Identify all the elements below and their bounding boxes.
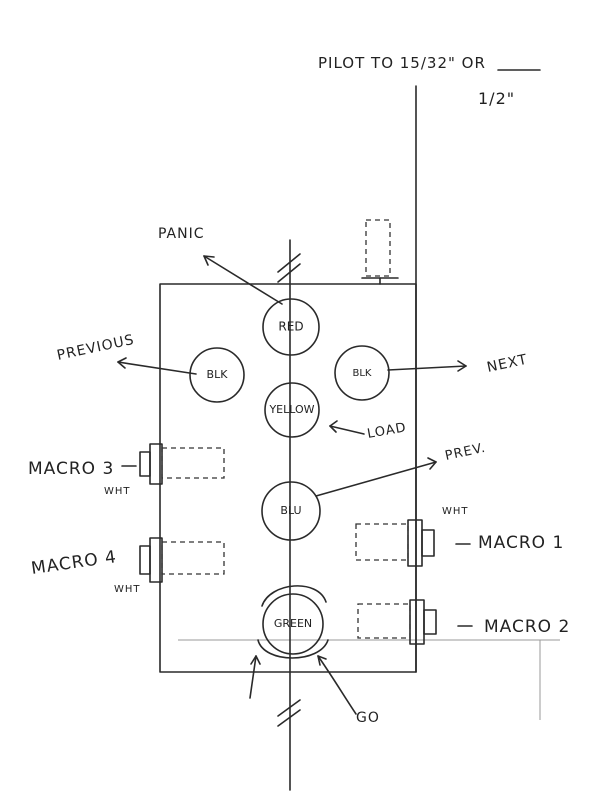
green-button-label: GREEN [274,617,312,630]
load-arrowhead [329,420,338,433]
macro1-switch [355,519,435,567]
panic-arrow [203,255,283,305]
axis-break-bottom [277,699,301,727]
macro4-label: MACRO 4 [30,547,118,579]
blk-right-button-circle [334,345,390,401]
pilot-note-line1: PILOT TO 15/32" OR [318,54,486,72]
next-label: NEXT [486,352,530,376]
yellow-button-label: YELLOW [268,403,314,416]
green-button-circle [262,593,324,655]
previous-arrowhead [117,357,127,369]
panic-label: PANIC [158,226,205,242]
macro3-label: MACRO 3 [28,459,114,479]
go-left-arrow [249,655,257,699]
go-arrow [317,655,357,715]
macro3-switch [139,443,225,485]
go-left-arrowhead [250,655,261,665]
go-arrowhead [317,655,327,666]
blu-button-label: BLU [280,504,301,517]
blu-button-circle [261,481,321,541]
red-button-circle [262,298,320,356]
blk-left-button-label: BLK [207,368,229,381]
panic-arrowhead [203,255,215,266]
yellow-button-circle [264,382,320,438]
prev-arrowhead [427,457,437,470]
macro4-switch [139,537,225,583]
macro2-label: MACRO 2 [484,617,570,637]
prev-arrow [315,461,437,497]
load-label: LOAD [366,420,408,442]
prev-label: PREV. [444,441,488,464]
go-label: GO [356,710,380,726]
top-connector [361,219,399,285]
next-arrow [387,365,467,371]
green-scribble [257,585,329,659]
macro4-wht-label: WHT [114,584,141,595]
pilot-note-line2: 1/2" [478,89,515,108]
macro2-switch [357,599,437,645]
blk-left-button-circle [189,347,245,403]
macro1-label: MACRO 1 [478,533,564,553]
previous-arrow [117,361,197,375]
red-button-label: RED [278,320,303,334]
next-arrowhead [457,360,467,372]
enclosure-box [159,283,417,673]
macro1-wht-label: WHT [442,506,469,517]
paper-guides [178,639,560,720]
macro3-wht-label: WHT [104,486,131,497]
load-arrow [329,425,365,435]
blk-right-button-label: BLK [353,368,372,379]
axis-break-top [277,253,301,283]
